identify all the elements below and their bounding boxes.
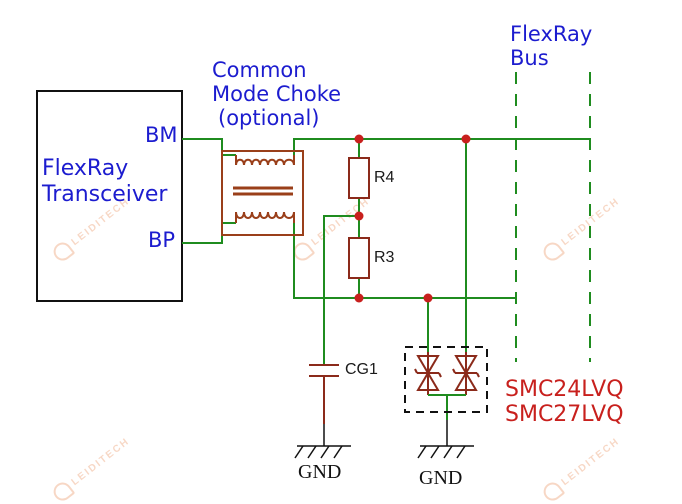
- pin-bp-label: BP: [148, 228, 176, 252]
- bus-label-line2: Bus: [510, 46, 549, 70]
- transceiver-label-line1: FlexRay: [42, 156, 129, 181]
- resistor-r4: [348, 157, 370, 199]
- r4-label: R4: [374, 169, 395, 186]
- capacitor-cg1: [309, 364, 339, 424]
- wire-bm: [182, 138, 236, 156]
- part-number-line2: SMC27LVQ: [505, 402, 624, 427]
- ground-symbol-left: [294, 424, 351, 459]
- bus-label-line1: FlexRay: [510, 22, 593, 46]
- tvs-diode-left: [414, 352, 442, 395]
- choke-label-line1: Common: [212, 58, 307, 82]
- choke-label-line2: Mode Choke: [212, 82, 342, 106]
- tvs-array-outline: [404, 346, 488, 413]
- choke-label-line3: (optional): [218, 106, 320, 130]
- gnd-right-label: GND: [419, 467, 463, 489]
- wire-bp: [182, 222, 236, 244]
- wire-cg1: [323, 215, 359, 364]
- gnd-left-label: GND: [298, 461, 342, 483]
- junction-dot: [461, 134, 471, 144]
- common-mode-choke: [221, 150, 304, 236]
- cg1-label: CG1: [345, 361, 378, 378]
- junction-dot: [354, 211, 364, 221]
- wire-bus-top: [293, 138, 590, 155]
- junction-dot: [354, 134, 364, 144]
- junction-dot: [354, 293, 364, 303]
- ground-symbol-right: [417, 420, 474, 459]
- part-number-line1: SMC24LVQ: [505, 377, 624, 402]
- junction-dot: [423, 293, 433, 303]
- transceiver-block: [36, 90, 183, 302]
- resistor-r3: [348, 237, 370, 279]
- tvs-diode-right: [452, 352, 480, 395]
- transceiver-label-line2: Transceiver: [42, 182, 168, 207]
- r3-label: R3: [374, 249, 395, 266]
- wire-bus-bottom: [293, 223, 516, 299]
- pin-bm-label: BM: [145, 123, 178, 147]
